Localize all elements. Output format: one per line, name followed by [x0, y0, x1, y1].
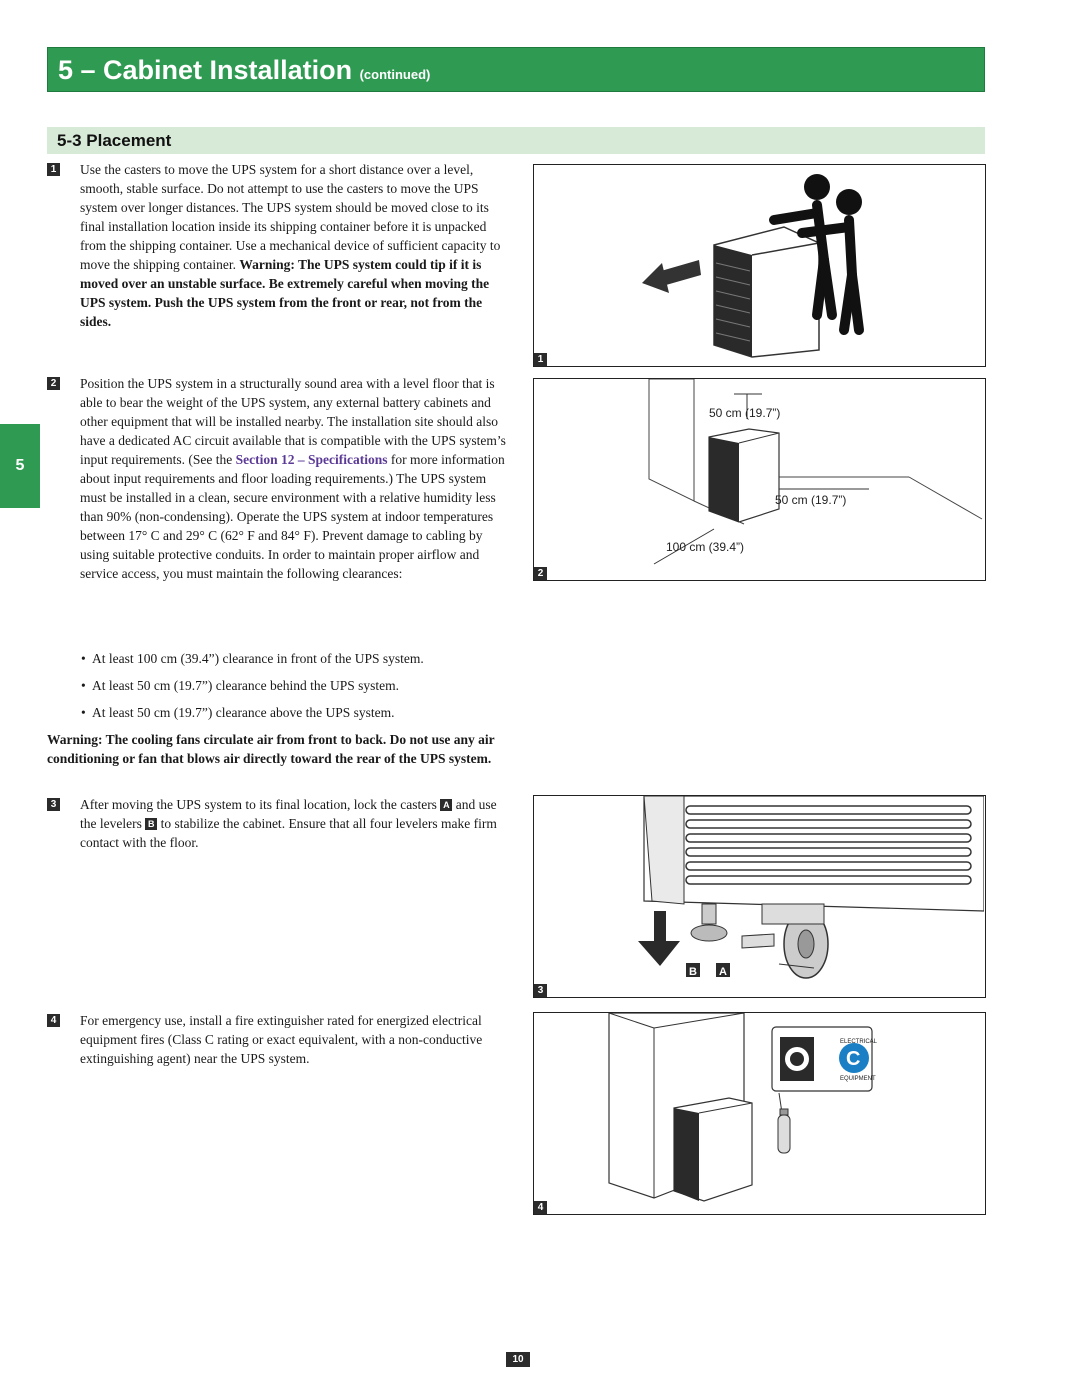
step-1-text: Use the casters to move the UPS system f…: [80, 160, 510, 331]
top-clearance-label: 50 cm (19.7”): [709, 406, 780, 420]
sign-electrical-label: ELECTRICAL: [840, 1039, 878, 1045]
fire-extinguisher: [777, 1114, 791, 1154]
people-figures: [769, 200, 864, 335]
fire-extinguisher-illustration: C ELECTRICAL EQUIPMENT: [608, 1012, 878, 1202]
chapter-continued: (continued): [359, 67, 431, 82]
page-number: 10: [506, 1352, 530, 1367]
person-2-head: [836, 189, 862, 215]
airflow-warning: Warning: The cooling fans circulate air …: [47, 732, 495, 766]
step-4-number: 4: [47, 1014, 60, 1027]
person-1-head: [804, 174, 830, 200]
back-clearance-label: 50 cm (19.7”): [775, 493, 846, 507]
step-4-text: For emergency use, install a fire exting…: [80, 1013, 483, 1066]
step-2-body-a: Position the UPS system in a structurall…: [80, 376, 506, 467]
figure-4-number: 4: [534, 1201, 547, 1214]
clearance-diagram: 50 cm (19.7”) 50 cm (19.7”) 100 cm (39.4…: [648, 378, 983, 565]
caster-leveler-illustration: B A: [638, 795, 985, 979]
leveler-shaft: [701, 903, 717, 925]
front-clearance-label: 100 cm (39.4”): [666, 540, 744, 554]
sign-equipment-label: EQUIPMENT: [840, 1076, 876, 1082]
ups-front-panel: [709, 437, 739, 522]
step-3-body-b: and use the levelers: [80, 797, 497, 831]
clearance-bullet-front: At least 100 cm (39.4”) clearance in fro…: [81, 649, 512, 668]
ups-front-panel: [674, 1108, 699, 1201]
step-3-body-c: to stabilize the cabinet. Ensure that al…: [80, 816, 497, 850]
figure-2-number: 2: [534, 567, 547, 580]
step-3-number: 3: [47, 798, 60, 811]
push-direction-arrow-head: [642, 263, 669, 293]
clearance-bullet-top: At least 50 cm (19.7”) clearance above t…: [81, 703, 512, 722]
caster-label: A: [719, 966, 727, 978]
chapter-banner: 5 – Cabinet Installation (continued): [47, 47, 985, 92]
section-heading: 5-3 Placement: [47, 127, 985, 154]
step-2-body-b: for more information about input require…: [80, 452, 505, 581]
caster-mount: [761, 903, 825, 925]
step-2-text: Position the UPS system in a structurall…: [80, 374, 510, 583]
front-clearance-line: [653, 528, 715, 565]
class-c-circle: [839, 1043, 869, 1073]
clearance-bullet-back: At least 50 cm (19.7”) clearance behind …: [81, 676, 512, 695]
figure-1-number: 1: [534, 353, 547, 366]
step-1-body: Use the casters to move the UPS system f…: [80, 162, 501, 272]
leveler-callout-b: B: [145, 818, 158, 830]
chapter-title: 5 – Cabinet Installation: [58, 55, 353, 85]
caster-label-box: [716, 963, 730, 977]
step-1-warning: Warning: The UPS system could tip if it …: [80, 257, 490, 329]
ups-front-panel: [714, 245, 752, 357]
figure-1-moving-ups: 1: [533, 164, 986, 367]
specifications-link[interactable]: Section 12 – Specifications: [235, 452, 388, 467]
step-1-number: 1: [47, 163, 60, 176]
figure-3-number: 3: [534, 984, 547, 997]
chapter-side-tab[interactable]: 5: [0, 424, 40, 508]
wall-shape: [648, 378, 695, 502]
leveler-foot: [690, 924, 728, 942]
vent-grille: [685, 805, 972, 885]
caster-lock-pedal: [741, 933, 775, 949]
figure-4-fire-extinguisher: C ELECTRICAL EQUIPMENT 4: [533, 1012, 986, 1215]
figure-2-clearances: 50 cm (19.7”) 50 cm (19.7”) 100 cm (39.4…: [533, 378, 986, 581]
class-c-letter: C: [846, 1048, 860, 1070]
leveler-label-box: [686, 963, 700, 977]
step-2-number: 2: [47, 377, 60, 390]
moving-ups-illustration: [642, 174, 864, 358]
leveler-down-arrow: [638, 911, 680, 966]
leveler-label: B: [689, 966, 697, 978]
caster-callout-a: A: [440, 799, 453, 811]
step-3-text: After moving the UPS system to its final…: [80, 795, 510, 852]
figure-3-casters-levelers: B A 3: [533, 795, 986, 998]
step-3-body-a: After moving the UPS system to its final…: [80, 797, 441, 812]
